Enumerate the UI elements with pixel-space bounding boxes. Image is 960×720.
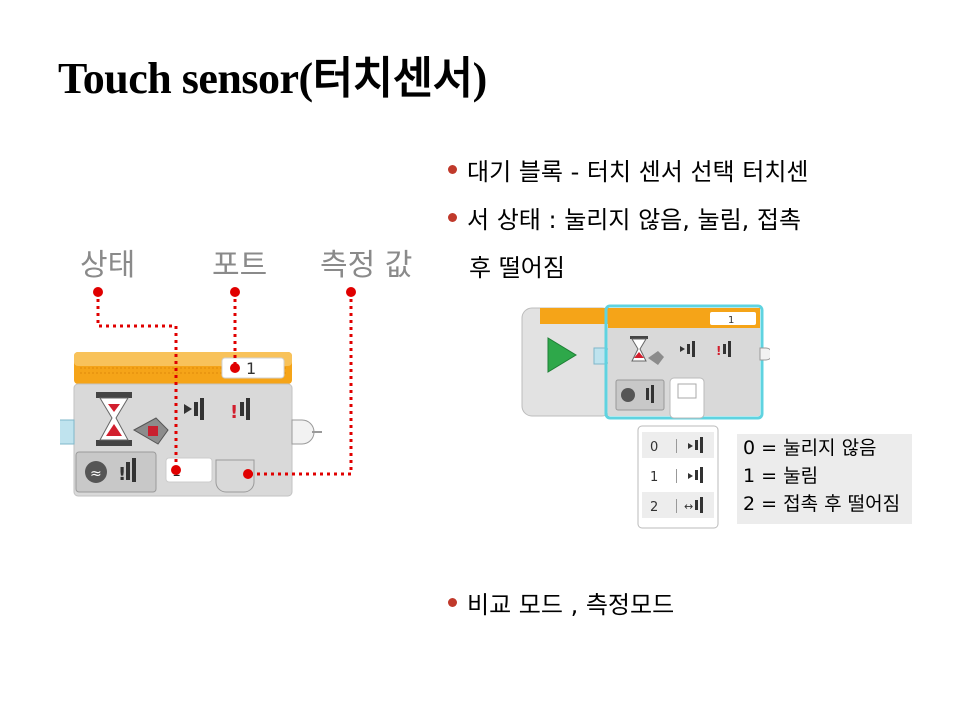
- start-block[interactable]: [521, 307, 613, 417]
- touch-sensor-icon: [132, 417, 169, 445]
- dropdown-option-1[interactable]: 1: [650, 467, 703, 485]
- program-screenshot: 1 ! 0 1 2: [521, 304, 770, 529]
- port-value: 1: [246, 359, 256, 378]
- output-plug[interactable]: [215, 459, 255, 493]
- label-port: 포트: [212, 248, 268, 283]
- bullet-dot: [448, 597, 457, 607]
- bullet-dot: [448, 164, 457, 174]
- svg-text:0: 0: [650, 440, 658, 455]
- page-title: Touch sensor(터치센서): [58, 54, 487, 103]
- port-field[interactable]: [221, 357, 285, 379]
- svg-text:!: !: [118, 464, 126, 485]
- leader-lines: [96, 292, 353, 476]
- hourglass-icon: [96, 392, 132, 446]
- svg-text:!: !: [716, 344, 721, 358]
- svg-text:1: 1: [650, 470, 658, 485]
- input-value-field[interactable]: [165, 457, 213, 483]
- bullet-dot: [448, 212, 457, 222]
- dropdown-option-2[interactable]: 2 ↔: [650, 497, 703, 515]
- svg-text:2: 2: [650, 500, 658, 515]
- bullet-item-1: 대기 블록 - 터치 센서 선택 터치센: [448, 152, 808, 187]
- signal-arrow-icon: [184, 398, 204, 420]
- legend-item-0: 0 = 눌리지 않음: [743, 437, 877, 459]
- bullet-item-3: 비교 모드 , 측정모드: [448, 585, 674, 620]
- svg-text:!: !: [230, 402, 238, 423]
- wait-block-diagram: 1 ! ≈ ! 1: [60, 287, 356, 497]
- alert-signal-icon: !: [230, 398, 250, 423]
- legend-item-1: 1 = 눌림: [743, 465, 819, 487]
- svg-text:≈: ≈: [90, 466, 102, 482]
- svg-text:↔: ↔: [684, 500, 693, 513]
- dropdown-option-0[interactable]: 0: [650, 437, 703, 455]
- label-measured-value: 측정 값: [320, 248, 413, 283]
- right-port-value: 1: [728, 315, 734, 326]
- mode-selector[interactable]: ≈ !: [75, 451, 157, 493]
- bullet-item-2-continuation: 후 떨어짐: [469, 254, 565, 282]
- leader-points: [93, 287, 356, 479]
- legend-item-2: 2 = 접촉 후 떨어짐: [743, 493, 901, 515]
- bullet-item-2: 서 상태 : 눌리지 않음, 눌림, 접촉: [448, 200, 801, 235]
- state-legend: 0 = 눌리지 않음 1 = 눌림 2 = 접촉 후 떨어짐: [737, 434, 912, 524]
- label-state: 상태: [80, 248, 136, 283]
